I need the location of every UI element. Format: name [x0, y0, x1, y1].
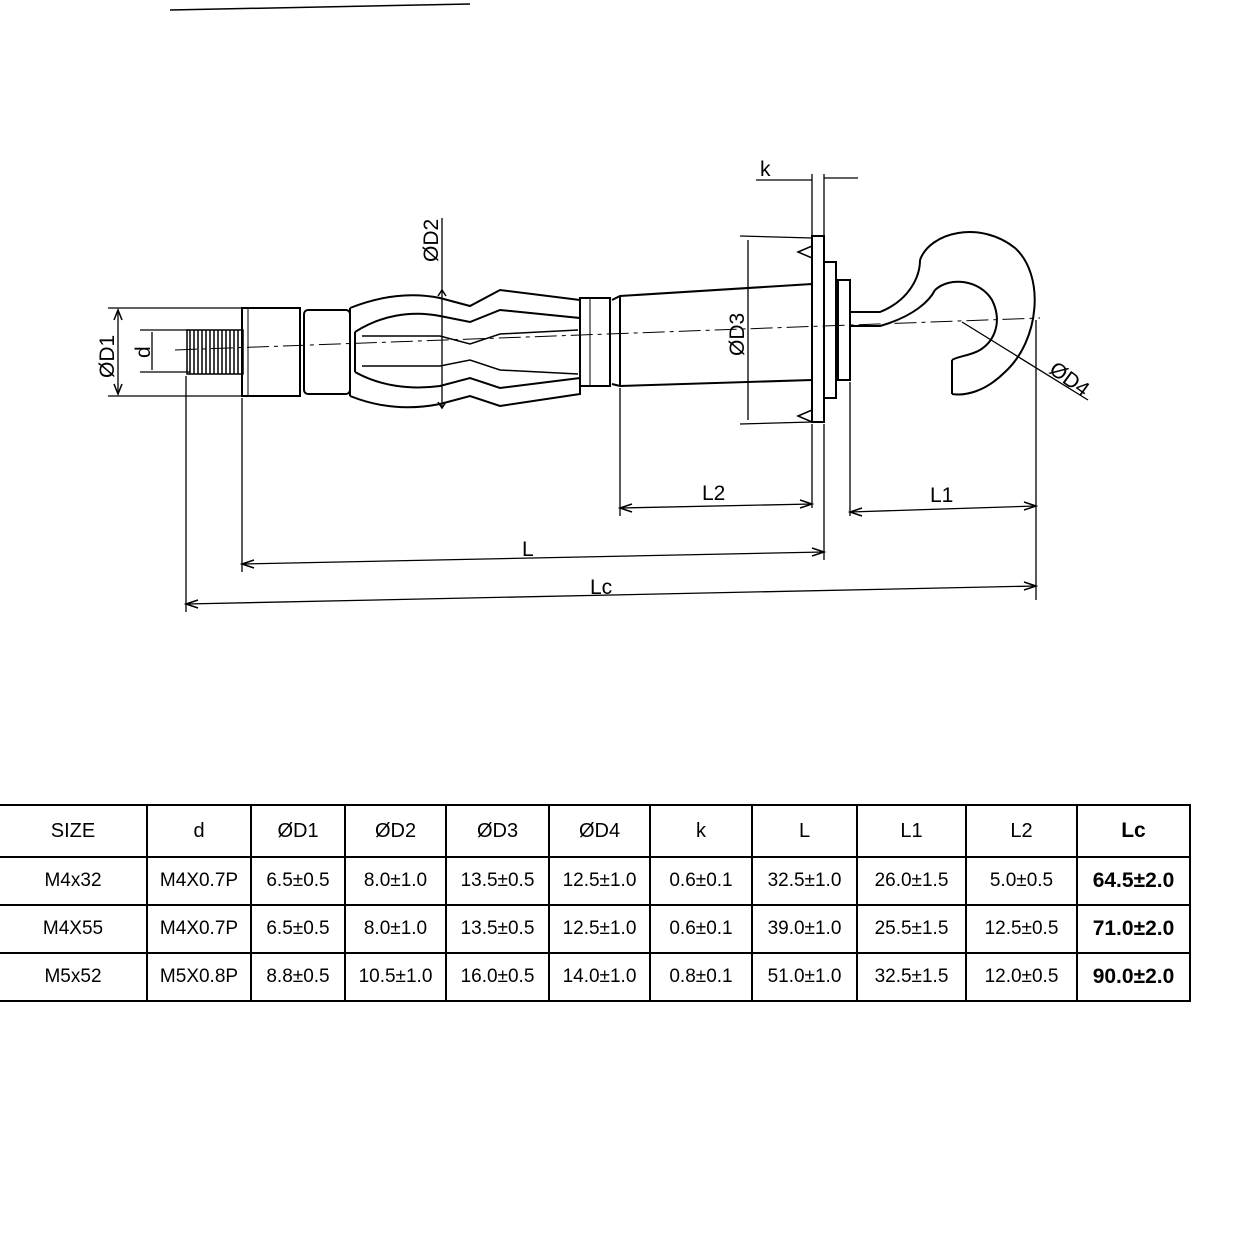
- table-cell: 14.0±1.0: [548, 952, 651, 1002]
- table-row: M5x52 M5X0.8P 8.8±0.5 10.5±1.0 16.0±0.5 …: [0, 952, 1191, 1002]
- nut: [241, 307, 301, 397]
- label-k: k: [760, 158, 771, 181]
- washer: [823, 261, 837, 399]
- label-l2: L2: [702, 482, 725, 505]
- table-cell: 13.5±0.5: [445, 856, 550, 906]
- header-d2: ØD2: [344, 804, 447, 858]
- dimension-lines: [108, 174, 1089, 612]
- table-cell: M5x52: [0, 952, 148, 1002]
- header-d4: ØD4: [548, 804, 651, 858]
- table-cell: M4X0.7P: [146, 904, 252, 954]
- technical-drawing: ØD1 d ØD2 ØD3 ØD4 k L2 L1 L Lc: [96, 3, 1094, 612]
- table-cell: 8.0±1.0: [344, 904, 447, 954]
- header-d: d: [146, 804, 252, 858]
- collar: [303, 309, 351, 395]
- header-lc: Lc: [1076, 804, 1191, 858]
- table-row: M4x32 M4X0.7P 6.5±0.5 8.0±1.0 13.5±0.5 1…: [0, 856, 1191, 906]
- top-edge-line: [169, 3, 471, 11]
- label-d: d: [132, 346, 155, 358]
- table-cell: 0.6±0.1: [649, 904, 753, 954]
- table-cell: 0.6±0.1: [649, 856, 753, 906]
- dimension-labels: ØD1 d ØD2 ØD3 ØD4 k L2 L1 L Lc: [96, 158, 1094, 599]
- hook: [919, 231, 1036, 396]
- table-cell: 12.5±1.0: [548, 856, 651, 906]
- table-cell: 6.5±0.5: [250, 904, 346, 954]
- header-d3: ØD3: [445, 804, 550, 858]
- anchor-body: [174, 231, 1041, 424]
- table-cell: 8.8±0.5: [250, 952, 346, 1002]
- table-cell: 16.0±0.5: [445, 952, 550, 1002]
- table-cell: 71.0±2.0: [1076, 904, 1191, 954]
- header-l2: L2: [965, 804, 1078, 858]
- header-l1: L1: [856, 804, 967, 858]
- table-cell: 51.0±1.0: [751, 952, 858, 1002]
- table-cell: 64.5±2.0: [1076, 856, 1191, 906]
- table-cell: 13.5±0.5: [445, 904, 550, 954]
- header-size: SIZE: [0, 804, 148, 858]
- table-cell: 12.0±0.5: [965, 952, 1078, 1002]
- table-cell: 26.0±1.5: [856, 856, 967, 906]
- spec-table: SIZE d ØD1 ØD2 ØD3 ØD4 k L L1 L2 Lc M4x3…: [0, 804, 1191, 1002]
- header-l: L: [751, 804, 858, 858]
- hook-shank: [850, 259, 921, 313]
- table-cell: 12.5±1.0: [548, 904, 651, 954]
- table-cell: 32.5±1.0: [751, 856, 858, 906]
- table-cell: 12.5±0.5: [965, 904, 1078, 954]
- table-cell: 32.5±1.5: [856, 952, 967, 1002]
- label-lc: Lc: [590, 576, 612, 599]
- sleeve-lower: [349, 371, 581, 409]
- sleeve-upper: [349, 288, 581, 333]
- table-cell: 0.8±0.1: [649, 952, 753, 1002]
- tube: [611, 283, 813, 388]
- table-cell: M5X0.8P: [146, 952, 252, 1002]
- table-cell: 25.5±1.5: [856, 904, 967, 954]
- table-cell: M4X0.7P: [146, 856, 252, 906]
- header-d1: ØD1: [250, 804, 346, 858]
- header-k: k: [649, 804, 753, 858]
- thread-tip: [186, 329, 244, 375]
- label-l1: L1: [930, 484, 953, 507]
- center-line: [174, 317, 1041, 351]
- sleeve-ring: [579, 297, 611, 387]
- table-cell: M4x32: [0, 856, 148, 906]
- table-cell: 39.0±1.0: [751, 904, 858, 954]
- table-row: M4X55 M4X0.7P 6.5±0.5 8.0±1.0 13.5±0.5 1…: [0, 904, 1191, 954]
- table-cell: 5.0±0.5: [965, 856, 1078, 906]
- table-header-row: SIZE d ØD1 ØD2 ØD3 ØD4 k L L1 L2 Lc: [0, 804, 1191, 858]
- label-d4: ØD4: [1045, 357, 1094, 401]
- flange: [811, 235, 825, 423]
- label-l: L: [522, 538, 534, 561]
- label-d2: ØD2: [420, 219, 443, 262]
- table-cell: 6.5±0.5: [250, 856, 346, 906]
- label-d1: ØD1: [96, 335, 119, 378]
- table-cell: 10.5±1.0: [344, 952, 447, 1002]
- table-cell: 90.0±2.0: [1076, 952, 1191, 1002]
- table-cell: 8.0±1.0: [344, 856, 447, 906]
- label-d3: ØD3: [726, 313, 749, 356]
- table-cell: M4X55: [0, 904, 148, 954]
